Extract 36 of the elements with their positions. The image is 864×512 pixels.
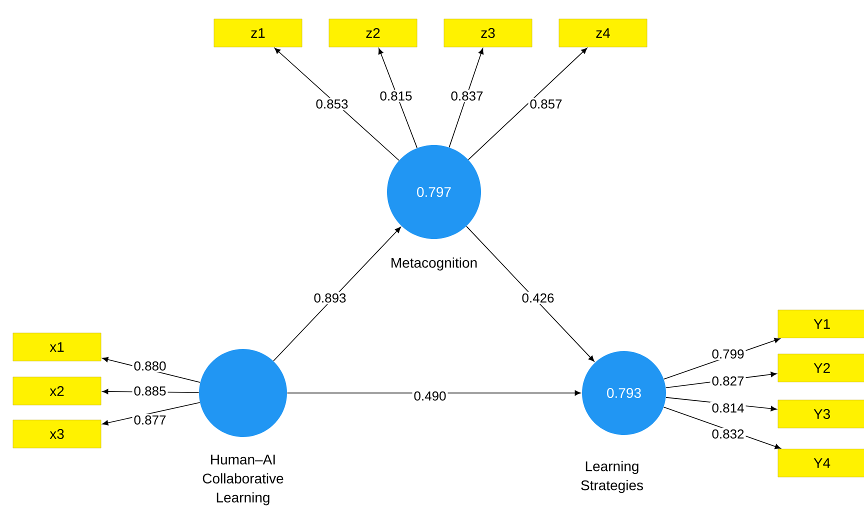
arrow xyxy=(102,402,200,426)
indicator-box: Y4 xyxy=(778,448,864,478)
indicator-box: x3 xyxy=(12,420,102,448)
indicator-box: x1 xyxy=(12,332,102,362)
indicator-box: z4 xyxy=(558,18,648,48)
path-coefficient: 0.857 xyxy=(528,98,564,110)
indicator-box: Y1 xyxy=(778,310,864,338)
construct-label: Human–AI Collaborative Learning xyxy=(202,454,284,506)
indicator-box: Y3 xyxy=(778,400,864,428)
arrow xyxy=(466,226,594,362)
path-coefficient: 0.837 xyxy=(449,90,485,102)
arrow xyxy=(448,48,484,148)
arrow xyxy=(378,48,418,148)
arrow xyxy=(468,48,588,160)
path-coefficient: 0.815 xyxy=(378,90,414,102)
construct-label: Metacognition xyxy=(392,257,477,271)
path-coefficient: 0.832 xyxy=(710,428,746,440)
path-coefficient: 0.814 xyxy=(710,402,746,414)
path-coefficient: 0.877 xyxy=(132,414,168,426)
path-coefficient: 0.426 xyxy=(520,292,556,304)
path-coefficient: 0.880 xyxy=(132,360,168,372)
indicator-box: Y2 xyxy=(778,354,864,382)
indicator-box: z1 xyxy=(214,18,302,48)
indicator-box: z3 xyxy=(444,18,532,48)
path-coefficient: 0.885 xyxy=(132,384,168,398)
construct-label: Learning Strategies xyxy=(581,460,643,494)
indicator-box: x2 xyxy=(12,376,102,406)
path-coefficient: 0.853 xyxy=(314,98,350,110)
path-coefficient: 0.490 xyxy=(412,390,448,402)
path-coefficient: 0.893 xyxy=(312,292,348,304)
path-coefficient: 0.799 xyxy=(710,348,746,360)
arrow xyxy=(286,390,581,396)
path-coefficient: 0.827 xyxy=(710,374,746,388)
indicator-box: z2 xyxy=(328,18,418,48)
arrow xyxy=(273,226,401,362)
arrow xyxy=(274,48,400,161)
